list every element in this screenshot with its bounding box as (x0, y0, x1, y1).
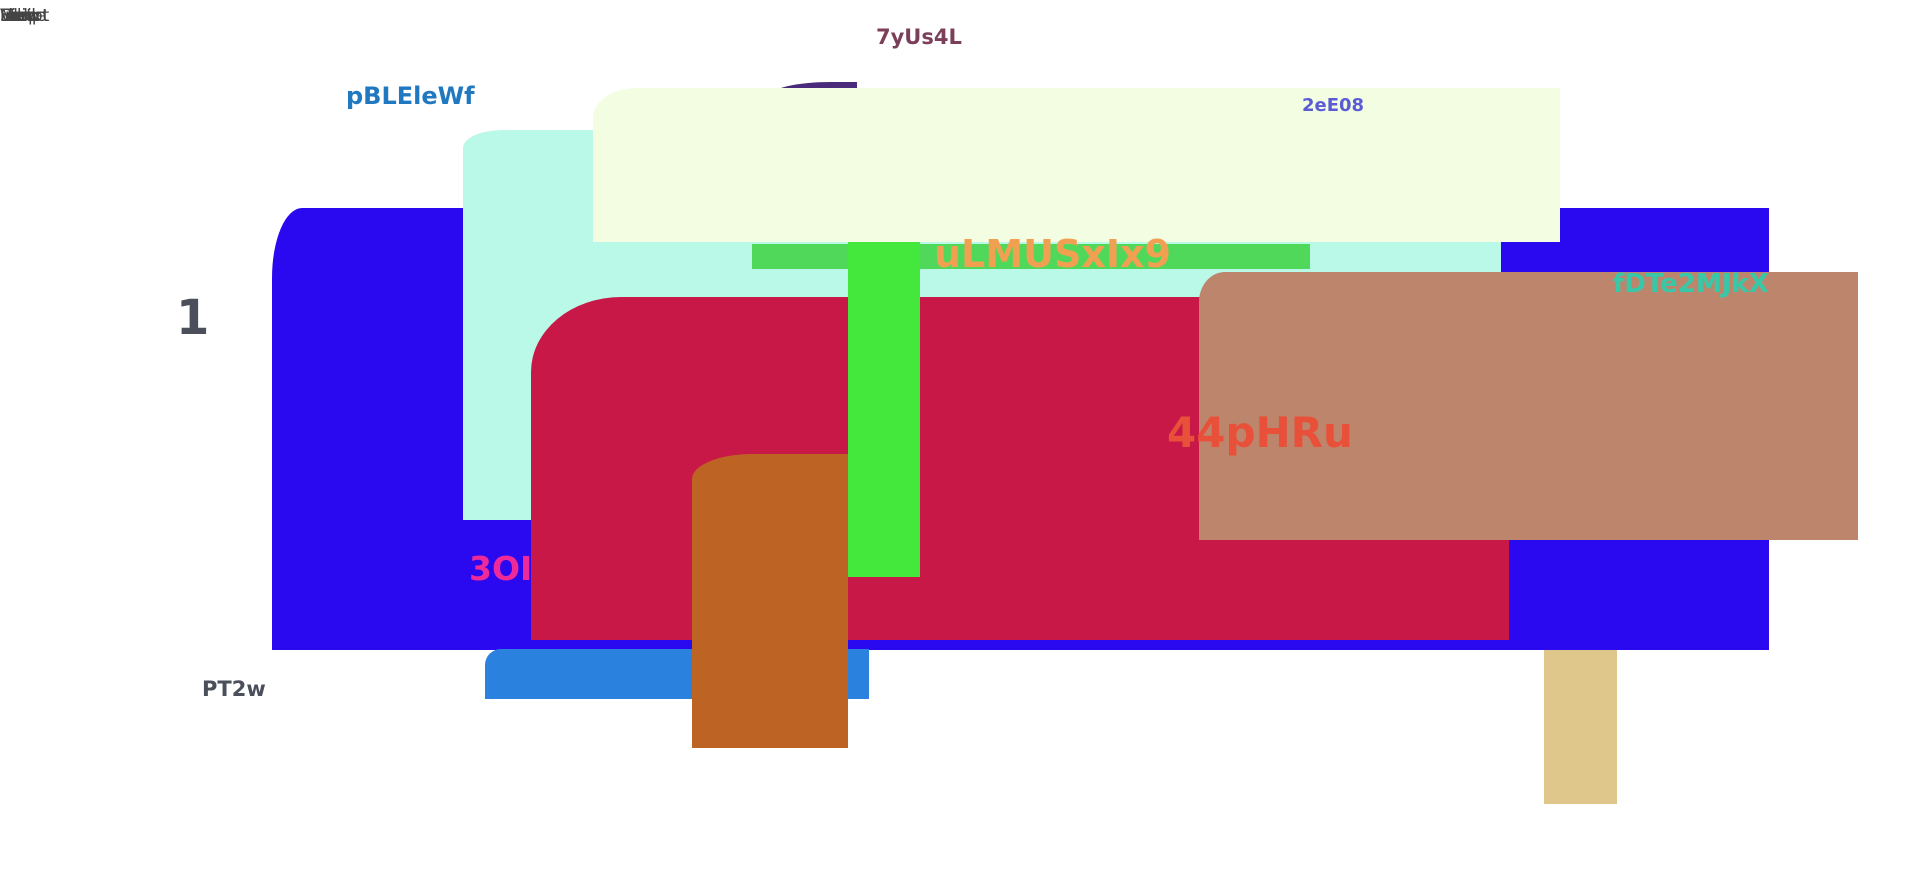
green-column (848, 242, 920, 577)
overlay-text-2: Insert (0, 6, 49, 26)
label-PT2w: PT2w (202, 677, 266, 701)
green-bar (752, 244, 1310, 269)
beige-block (1544, 650, 1617, 804)
overlay-text-5: File (0, 6, 29, 26)
overlay-text-6: Script (0, 6, 50, 26)
cream-panel (593, 88, 1560, 242)
label-2eE08: 2eE08 (1302, 95, 1365, 116)
label-fDTe2MJkX: fDTe2MJkX (1613, 269, 1769, 299)
overlay-text-3: View (0, 6, 41, 26)
label-uLMUSxIx9: uLMUSxIx9 (934, 232, 1171, 276)
overlay-text-1: Help (0, 6, 39, 26)
tan-panel (1199, 272, 1858, 540)
label-pBLEleWf: pBLEleWf (346, 82, 475, 110)
orange-block (692, 454, 848, 748)
overlay-text-0: Mode (0, 6, 47, 26)
label-1: 1 (176, 290, 210, 346)
label-44pHRu: 44pHRu (1167, 408, 1353, 457)
overlay-text-4: Edit (0, 6, 33, 26)
label-7yUs4L: 7yUs4L (876, 25, 962, 49)
label-3OI: 3OI (469, 549, 533, 588)
